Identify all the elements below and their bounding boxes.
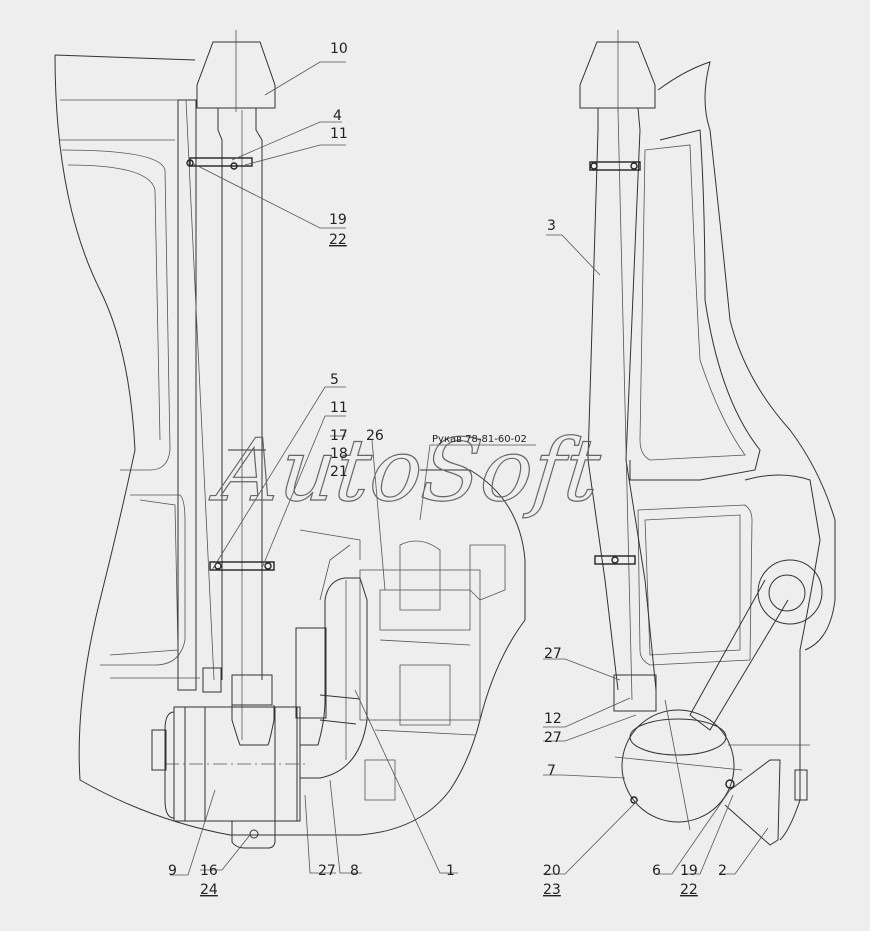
- callout-27-r2: 27: [544, 730, 562, 746]
- callout-27-r1: 27: [544, 646, 562, 662]
- cab-outline-left: [54, 54, 526, 836]
- hose-label: Рукав 78-81-60-02: [432, 434, 527, 445]
- callout-3: 3: [547, 218, 556, 234]
- fender-right: [744, 474, 821, 841]
- clamp-upper-left: [189, 157, 253, 167]
- leaders-right: [543, 234, 769, 875]
- callout-24: 24: [200, 882, 218, 898]
- callout-19-bottom: 19: [680, 863, 698, 879]
- cab-inner-left: [60, 99, 200, 679]
- callout-1: 1: [446, 863, 455, 879]
- cab-lower-right: [637, 504, 753, 666]
- filter-mount-bolts: [151, 729, 167, 771]
- filter-end-view: [621, 709, 735, 823]
- callout-21: 21: [330, 464, 348, 480]
- cab-panel-left: [67, 164, 179, 656]
- callout-2: 2: [718, 863, 727, 879]
- callout-26: 26: [366, 428, 384, 444]
- engine-block-left: [299, 529, 506, 801]
- left-view: [54, 30, 536, 876]
- sleeve-right: [613, 674, 657, 712]
- intake-cap-right: [579, 41, 656, 109]
- elbow-clamp: [319, 694, 361, 725]
- watermark-text: AutoSoft: [206, 421, 605, 521]
- right-view: [543, 30, 836, 875]
- callout-19-top: 19: [329, 212, 347, 228]
- cab-front-right: [629, 129, 761, 481]
- callout-8: 8: [350, 863, 359, 879]
- intake-cap-left: [196, 41, 276, 109]
- callout-4: 4: [333, 108, 342, 124]
- cab-window-right: [639, 144, 746, 461]
- callout-18: 18: [330, 446, 348, 462]
- pivot-outer: [757, 559, 823, 625]
- clamp-lower-left: [209, 561, 275, 571]
- connecting-arm: [689, 579, 789, 731]
- leaders-left: [170, 61, 536, 876]
- callout-5: 5: [330, 372, 339, 388]
- callout-22-bottom: 22: [680, 882, 698, 898]
- cab-pillar-left: [177, 99, 197, 691]
- callout-20: 20: [543, 863, 561, 879]
- callout-27-bottom: 27: [318, 863, 336, 879]
- filter-end-left: [164, 711, 175, 819]
- intake-pipe-left: [217, 108, 263, 680]
- callout-labels: 10 4 11 19 22 3 5 11 17 18 21 26 27 12 2…: [168, 41, 727, 898]
- clamp-upper-right: [589, 161, 641, 171]
- callout-7: 7: [547, 763, 556, 779]
- elbow-support: [295, 627, 327, 719]
- callout-23: 23: [543, 882, 561, 898]
- outlet-elbow: [300, 577, 368, 779]
- intake-pipe-right: [587, 107, 657, 691]
- callout-17: 17: [330, 428, 348, 444]
- callout-12: 12: [544, 711, 562, 727]
- cab-outline-right: [657, 61, 836, 651]
- callout-16: 16: [200, 863, 218, 879]
- pivot-inner: [768, 574, 806, 612]
- callout-6: 6: [652, 863, 661, 879]
- callout-9: 9: [168, 863, 177, 879]
- clamp-lower-right: [594, 555, 636, 565]
- reducer-cone-left: [231, 705, 275, 746]
- mount-bracket-right: [724, 759, 781, 846]
- callout-11-mid: 11: [330, 400, 348, 416]
- pillar-foot-left: [202, 667, 222, 693]
- pillar-edge-left: [185, 99, 215, 681]
- callout-11-top: 11: [330, 126, 348, 142]
- callout-22-top: 22: [329, 232, 347, 248]
- reducer-sleeve-left: [231, 674, 273, 706]
- filter-bracket: [231, 821, 276, 849]
- callout-10: 10: [330, 41, 348, 57]
